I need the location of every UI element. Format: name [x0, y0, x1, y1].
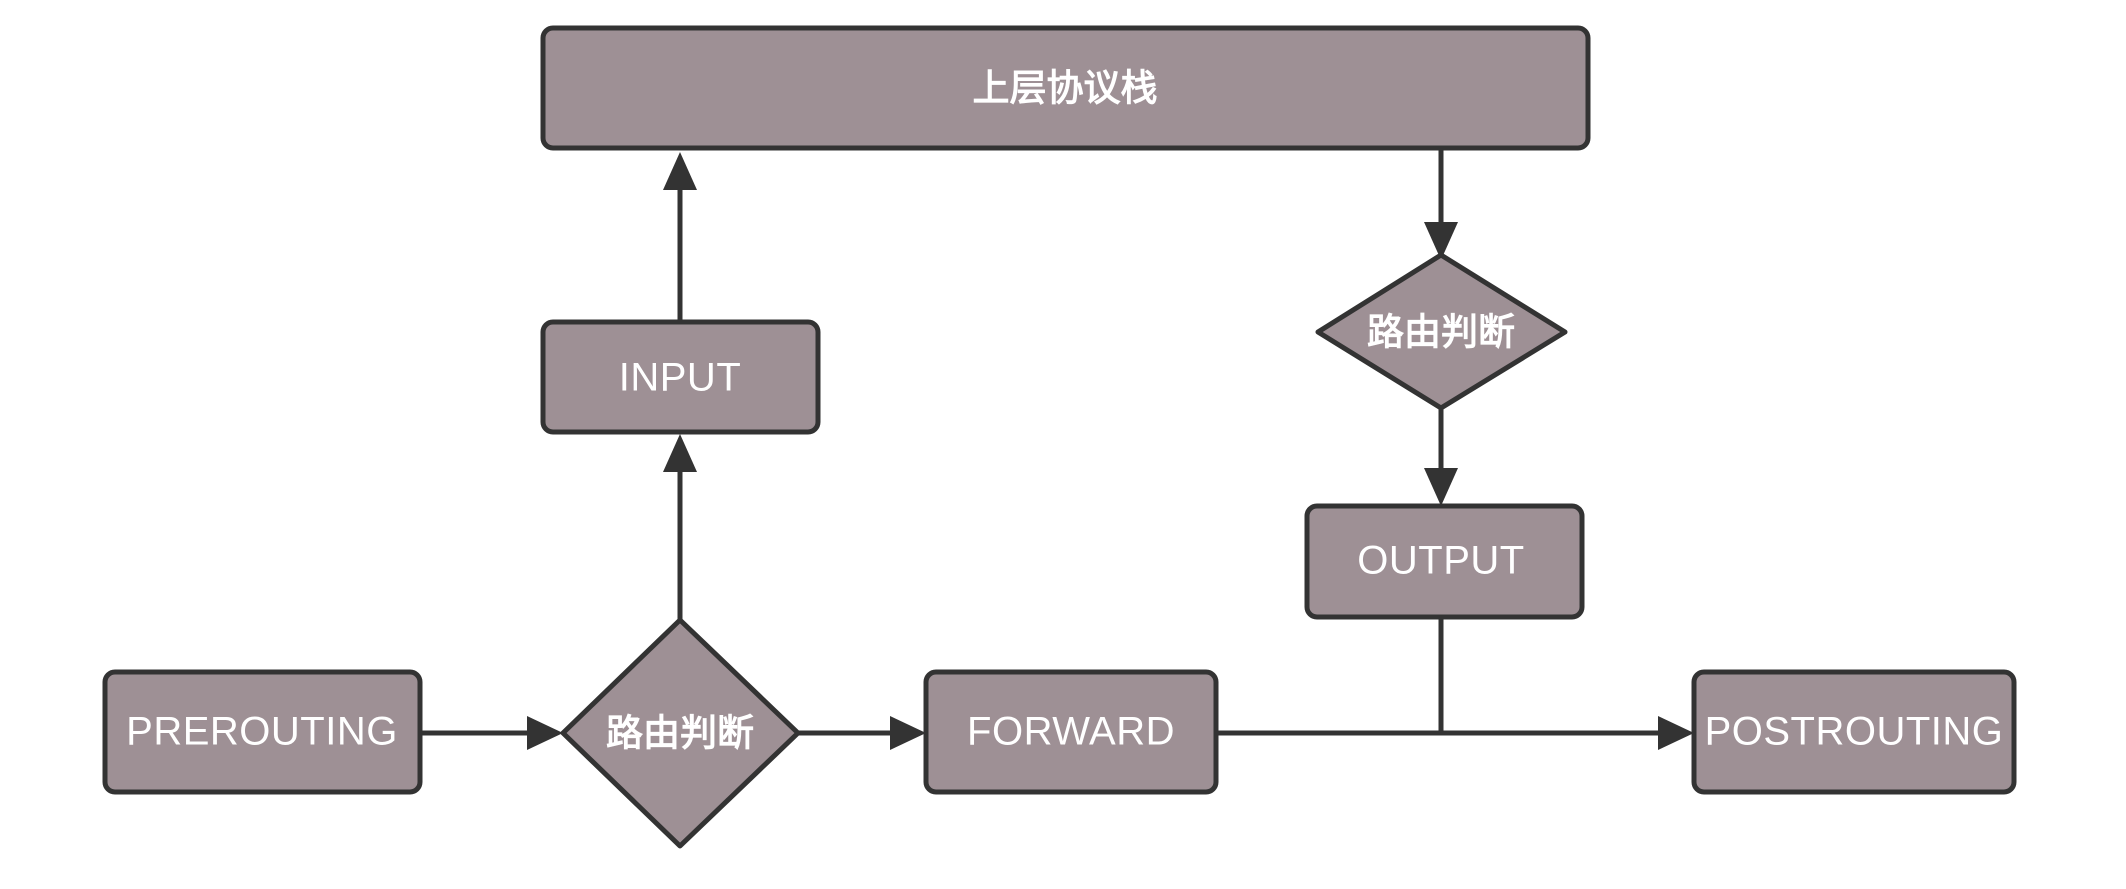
output-shape[interactable] — [1304, 503, 1585, 620]
node-postrouting[interactable]: POSTROUTING — [1691, 669, 2017, 795]
node-route-decision-right[interactable]: 路由判断 — [1315, 252, 1568, 411]
connectors-layer — [420, 148, 1694, 750]
route-decision-right-shape[interactable] — [1315, 252, 1568, 411]
route-decision-left-shape[interactable] — [560, 617, 801, 849]
edge-forward-to-postrouting — [1216, 716, 1694, 750]
edge-prerouting-to-route-decision-left — [420, 716, 563, 750]
node-forward[interactable]: FORWARD — [923, 669, 1219, 795]
edge-input-to-upper-stack — [663, 152, 697, 322]
input-shape[interactable] — [540, 319, 821, 435]
node-route-decision-left[interactable]: 路由判断 — [560, 617, 801, 849]
edge-route-decision-right-to-output — [1424, 408, 1458, 506]
upper-protocol-stack-shape[interactable] — [540, 25, 1591, 151]
postrouting-shape[interactable] — [1691, 669, 2017, 795]
node-input[interactable]: INPUT — [540, 319, 821, 435]
forward-shape[interactable] — [923, 669, 1219, 795]
edge-route-decision-left-to-input — [663, 434, 697, 620]
node-output[interactable]: OUTPUT — [1304, 503, 1585, 620]
prerouting-shape[interactable] — [102, 669, 423, 795]
node-prerouting[interactable]: PREROUTING — [102, 669, 423, 795]
edge-route-decision-left-to-forward — [798, 716, 926, 750]
edge-upper-stack-to-route-decision-right — [1424, 148, 1458, 260]
node-upper-protocol-stack[interactable]: 上层协议栈 — [540, 25, 1591, 151]
